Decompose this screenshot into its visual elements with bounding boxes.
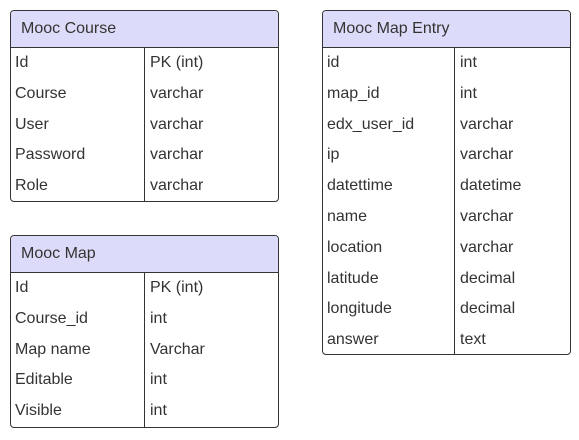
field-row: edx_user_id varchar — [323, 109, 570, 141]
field-type: varchar — [460, 115, 514, 133]
field-type: text — [460, 331, 486, 349]
field-type: varchar — [150, 115, 204, 133]
field-name: Course — [11, 78, 145, 110]
field-row: Id PK (int) — [11, 48, 278, 79]
field-type: int — [150, 371, 167, 389]
field-type: varchar — [150, 146, 204, 164]
field-type: decimal — [460, 300, 516, 318]
field-type: int — [460, 54, 477, 71]
field-name: User — [11, 109, 145, 141]
field-name: datettime — [323, 171, 455, 202]
field-row: Password varchar — [11, 140, 278, 172]
field-row: longitude decimal — [323, 294, 570, 326]
field-type: varchar — [150, 84, 204, 102]
field-row: latitude decimal — [323, 263, 570, 295]
field-type: int — [150, 402, 167, 420]
field-type: int — [150, 309, 167, 327]
field-row: Id PK (int) — [11, 273, 278, 304]
field-name: location — [323, 232, 455, 264]
field-row: ip varchar — [323, 140, 570, 172]
field-type: varchar — [150, 177, 204, 195]
field-type: Varchar — [150, 340, 205, 358]
field-row: answer text — [323, 325, 570, 354]
field-row: name varchar — [323, 201, 570, 233]
field-name: Editable — [11, 365, 145, 397]
field-name: Password — [11, 140, 145, 172]
field-name: map_id — [323, 78, 455, 110]
field-row: map_id int — [323, 78, 570, 110]
field-name: Map name — [11, 334, 145, 366]
field-name: Id — [11, 273, 145, 304]
field-type: varchar — [460, 146, 514, 164]
field-type: varchar — [460, 238, 514, 256]
field-type: decimal — [460, 269, 516, 287]
entity-title: Mooc Map — [11, 236, 278, 273]
field-type: int — [460, 84, 477, 102]
field-type: varchar — [460, 207, 514, 225]
field-row: Course_id int — [11, 303, 278, 335]
field-row: Map name Varchar — [11, 334, 278, 366]
field-name: longitude — [323, 294, 455, 326]
field-row: Role varchar — [11, 171, 278, 201]
field-row: Course varchar — [11, 78, 278, 110]
field-row: datettime datetime — [323, 171, 570, 202]
field-row: User varchar — [11, 109, 278, 141]
field-type: PK (int) — [150, 54, 204, 71]
field-name: ip — [323, 140, 455, 172]
field-row: Editable int — [11, 365, 278, 397]
entity-title: Mooc Map Entry — [323, 11, 570, 48]
field-name: Course_id — [11, 303, 145, 335]
field-name: id — [323, 48, 455, 79]
field-name: name — [323, 201, 455, 233]
field-name: Id — [11, 48, 145, 79]
field-type: datetime — [460, 177, 522, 195]
field-type: PK (int) — [150, 279, 204, 296]
entity-title: Mooc Course — [11, 11, 278, 48]
field-name: Visible — [11, 396, 145, 427]
field-name: edx_user_id — [323, 109, 455, 141]
field-row: Visible int — [11, 396, 278, 427]
field-name: answer — [323, 325, 455, 354]
field-row: location varchar — [323, 232, 570, 264]
field-name: Role — [11, 171, 145, 201]
field-name: latitude — [323, 263, 455, 295]
